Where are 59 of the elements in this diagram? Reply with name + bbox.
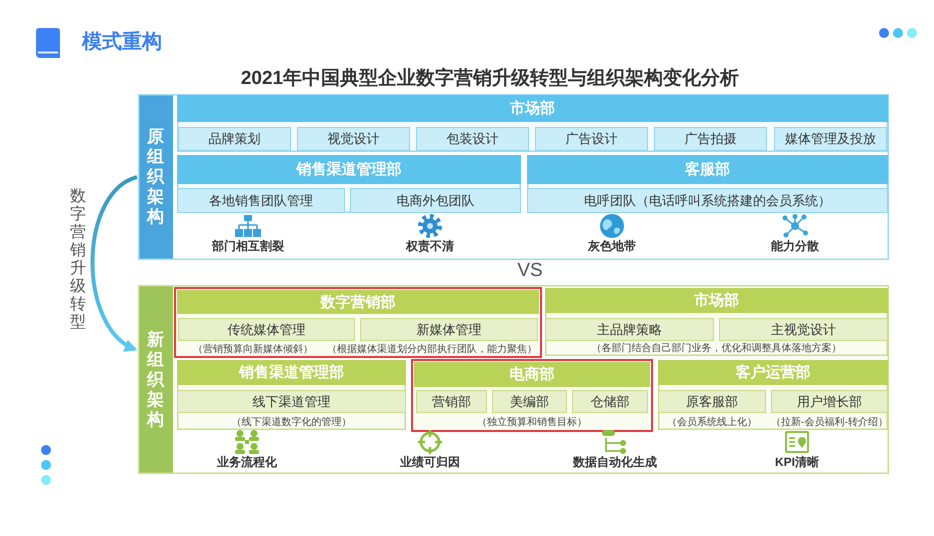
team-box: 原客服部	[658, 390, 766, 413]
team-box: 线下渠道管理	[177, 390, 406, 413]
department-panel	[658, 360, 888, 430]
icon-caption: 部门相互割裂	[210, 239, 285, 254]
note-text: （会员系统线上化）	[666, 416, 758, 429]
team-box: 电呼团队（电话呼叫系统搭建的会员系统）	[527, 188, 888, 213]
icon-caption: 灰色地带	[586, 239, 637, 254]
org-chart-panel	[138, 285, 889, 474]
chart-title: 2021年中国典型企业数字营销升级转型与组织架构变化分析	[240, 66, 740, 91]
team-box: 主品牌策略	[545, 318, 714, 341]
department-header: 市场部	[545, 288, 888, 313]
section-label: 原组织架构	[146, 126, 166, 228]
curved-arrow	[90, 175, 138, 351]
department-header: 数字营销部	[177, 290, 539, 314]
team-box: 包装设计	[416, 127, 529, 151]
department-header: 市场部	[177, 95, 888, 122]
note-text: （根据媒体渠道划分内部执行团队，能力聚焦）	[326, 343, 538, 356]
org-chart-panel	[138, 94, 889, 260]
department-header: 电商部	[414, 362, 650, 387]
team-box: 新媒体管理	[360, 318, 538, 341]
team-box: 用户增长部	[771, 390, 888, 413]
department-header: 客服部	[527, 155, 888, 184]
department-panel	[177, 360, 406, 430]
icon-caption: 权责不清	[404, 239, 455, 254]
team-box: 电商外包团队	[350, 188, 521, 213]
department-header: 销售渠道管理部	[177, 360, 406, 385]
icon-caption: 业务流程化	[216, 455, 278, 470]
icon-caption: 业绩可归因	[399, 455, 461, 470]
note-text: （营销预算向新媒体倾斜）	[192, 343, 314, 356]
team-box: 广告拍摄	[654, 127, 767, 151]
team-box: 营销部	[416, 390, 487, 413]
department-header: 销售渠道管理部	[177, 155, 521, 184]
team-box: 仓储部	[572, 390, 648, 413]
team-box: 各地销售团队管理	[177, 188, 345, 213]
section-label: 新组织架构	[146, 328, 166, 430]
team-box: 品牌策划	[178, 127, 291, 151]
team-box: 媒体管理及投放	[774, 127, 887, 151]
icon-caption: 数据自动化生成	[572, 455, 658, 470]
note-text: （线下渠道数字化的管理）	[230, 416, 352, 429]
department-header: 客户运营部	[658, 360, 888, 385]
page-heading: 模式重构	[82, 30, 163, 55]
department-panel	[527, 155, 888, 213]
icon-caption: 能力分散	[770, 239, 820, 254]
team-box: 广告设计	[535, 127, 648, 151]
team-box: 传统媒体管理	[178, 318, 355, 341]
department-panel	[177, 95, 888, 152]
note-text: （拉新-会员福利-转介绍）	[771, 416, 888, 429]
department-panel	[411, 359, 653, 432]
team-box: 视觉设计	[297, 127, 410, 151]
department-panel	[545, 288, 888, 356]
note-text: （各部门结合自己部门业务，优化和调整具体落地方案）	[590, 342, 842, 355]
note-text: （独立预算和销售目标）	[476, 416, 588, 429]
team-box: 主视觉设计	[719, 318, 888, 341]
department-panel	[177, 155, 521, 213]
team-box: 美编部	[492, 390, 567, 413]
icon-caption: KPI清晰	[774, 455, 820, 470]
department-panel	[174, 287, 542, 358]
edge-label: 数字营销升级转型	[69, 188, 87, 332]
vs-label: VS	[516, 259, 544, 283]
